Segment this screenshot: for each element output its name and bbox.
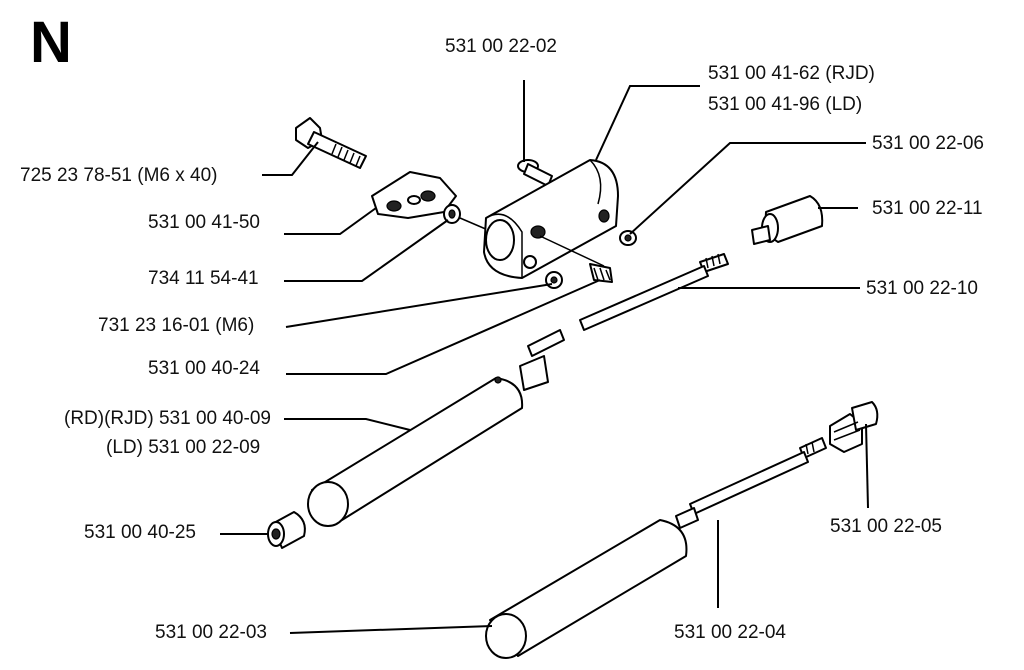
nut-m6 bbox=[545, 271, 563, 289]
leader-531-00-40-09 bbox=[284, 418, 411, 431]
lower-drive-shaft bbox=[675, 437, 827, 529]
label-531-00-22-06: 531 00 22-06 bbox=[872, 133, 984, 154]
leader-531-00-41-50 bbox=[284, 207, 377, 235]
bolt-m6x40 bbox=[295, 117, 367, 169]
label-725-23-78-51: 725 23 78-51 (M6 x 40) bbox=[20, 165, 218, 186]
clamp-plate bbox=[371, 171, 457, 219]
leader-731-23-16-01 bbox=[285, 283, 553, 328]
leader-734-11-54-41 bbox=[284, 219, 449, 282]
label-531-00-22-10: 531 00 22-10 bbox=[866, 278, 978, 299]
label-531-00-22-05: 531 00 22-05 bbox=[830, 516, 942, 537]
leader-531-00-22-06 bbox=[629, 142, 866, 235]
upper-drive-shaft bbox=[519, 253, 729, 391]
screw-lower bbox=[589, 263, 613, 283]
leader-725-23-78-51 bbox=[262, 141, 319, 176]
leader-531-00-22-03 bbox=[289, 625, 493, 634]
label-531-00-40-25: 531 00 40-25 bbox=[84, 522, 196, 543]
bushing bbox=[751, 195, 824, 245]
label-531-00-41-62: 531 00 41-62 (RJD) bbox=[708, 63, 875, 84]
output-coupling bbox=[829, 401, 879, 453]
section-letter: N bbox=[30, 10, 72, 75]
label-734-11-54-41: 734 11 54-41 bbox=[148, 268, 259, 289]
label-531-00-41-50: 531 00 41-50 bbox=[148, 212, 260, 233]
label-531-00-40-24: 531 00 40-24 bbox=[148, 358, 260, 379]
label-531-00-22-04: 531 00 22-04 bbox=[674, 622, 786, 643]
label-531-00-22-02: 531 00 22-02 bbox=[445, 36, 557, 57]
outer-tube-upper bbox=[307, 376, 524, 527]
leader-531-00-22-05 bbox=[865, 423, 869, 509]
nut-small bbox=[619, 230, 637, 246]
screw-top bbox=[517, 159, 553, 187]
label-531-00-22-11: 531 00 22-11 bbox=[872, 198, 983, 219]
coupling-housing bbox=[483, 159, 619, 279]
label-531-00-41-96: 531 00 41-96 (LD) bbox=[708, 94, 862, 115]
label-531-00-40-09: (RD)(RJD) 531 00 40-09 bbox=[64, 408, 271, 429]
label-731-23-16-01: 731 23 16-01 (M6) bbox=[98, 315, 254, 336]
outer-tube-lower bbox=[485, 519, 688, 659]
end-plug bbox=[267, 511, 306, 549]
leader-531-00-41-62 bbox=[595, 85, 700, 161]
label-531-00-22-09: (LD) 531 00 22-09 bbox=[106, 437, 260, 458]
leader-531-00-40-24 bbox=[286, 279, 601, 375]
washer bbox=[443, 204, 461, 224]
label-531-00-22-03: 531 00 22-03 bbox=[155, 622, 267, 643]
